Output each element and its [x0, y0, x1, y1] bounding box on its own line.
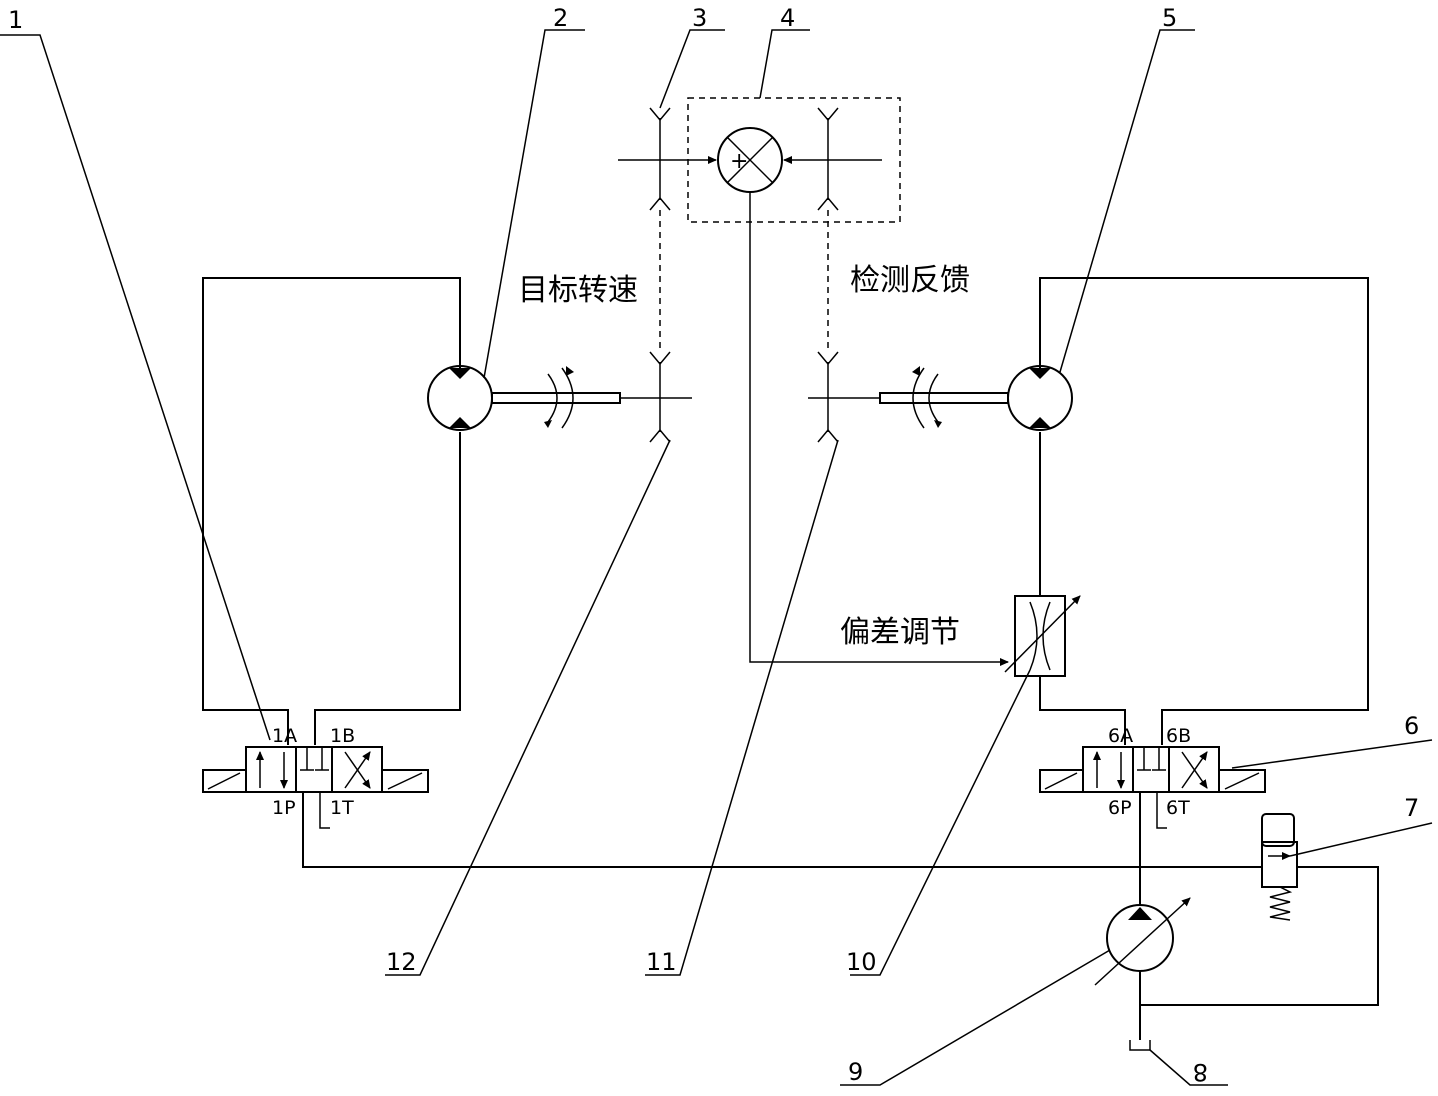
left-motor-circuit: [203, 278, 620, 828]
directional-valve-6: [1040, 747, 1265, 828]
signal-connector-4b: [818, 108, 838, 210]
callout-4: 4: [780, 4, 795, 32]
left-rotation-icon: [544, 366, 574, 428]
callout-12: 12: [386, 948, 417, 976]
hydraulic-motor-2: [428, 366, 492, 430]
valve-port-labels: 1A 1B 1P 1T 6A 6B 6P 6T: [272, 725, 1191, 819]
callout-1: 1: [8, 6, 23, 34]
port-1a: 1A: [272, 725, 297, 747]
port-6p: 6P: [1108, 797, 1132, 819]
port-6t: 6T: [1166, 797, 1190, 819]
left-line-b: [315, 432, 460, 745]
comparator-plus-sign: +: [730, 149, 748, 174]
speed-sensor-12: [620, 352, 692, 442]
throttle-valve-10: [1005, 596, 1080, 676]
callout-leaders: [0, 30, 1432, 1085]
callout-2: 2: [553, 4, 568, 32]
supply-circuit: [303, 792, 1378, 1050]
deviation-label: 偏差调节: [840, 615, 960, 650]
signal-connector-3: [650, 108, 670, 210]
target-speed-label: 目标转速: [518, 273, 638, 308]
hydraulic-motor-5: [1008, 366, 1072, 430]
port-1t: 1T: [330, 797, 354, 819]
left-line-a: [203, 278, 460, 745]
callout-5: 5: [1162, 4, 1177, 32]
variable-pump-9: [1095, 898, 1190, 985]
port-6b: 6B: [1166, 725, 1191, 747]
callout-7: 7: [1404, 794, 1419, 822]
callout-11: 11: [646, 948, 677, 976]
port-1b: 1B: [330, 725, 355, 747]
right-motor-shaft: [880, 393, 1008, 403]
port-1p: 1P: [272, 797, 296, 819]
comparator-4: +: [718, 128, 782, 192]
callout-numbers: 1 2 3 4 5 6 7 8 9 10 11 12: [8, 4, 1419, 1086]
speed-sensor-11: [808, 352, 880, 442]
control-loop: +: [618, 98, 1008, 662]
callout-3: 3: [692, 4, 707, 32]
right-rotation-icon: [912, 366, 942, 428]
tank-8-icon: [1130, 1040, 1150, 1050]
relief-valve-7: [1262, 814, 1297, 920]
callout-6: 6: [1404, 712, 1419, 740]
right-line-b: [1040, 278, 1368, 745]
feedback-label: 检测反馈: [850, 263, 970, 298]
directional-valve-1: [203, 747, 428, 828]
port-6a: 6A: [1108, 725, 1133, 747]
callout-8: 8: [1193, 1058, 1208, 1086]
left-motor-shaft: [492, 393, 620, 403]
signal-labels: 目标转速 检测反馈 偏差调节: [518, 263, 970, 650]
callout-10: 10: [846, 948, 877, 976]
callout-9: 9: [848, 1058, 863, 1086]
relief-return-line: [1140, 867, 1378, 1005]
